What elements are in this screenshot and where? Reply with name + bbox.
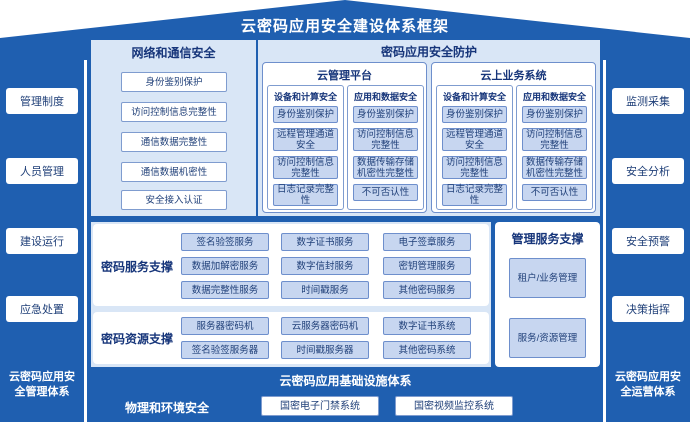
service-item: 数据完整性服务	[181, 281, 269, 299]
left-item-personnel: 人员管理	[6, 158, 78, 184]
network-panel: 网络和通信安全 身份鉴别保护 访问控制信息完整性 通信数据完整性 通信数据机密性…	[91, 40, 256, 216]
network-item: 通信数据机密性	[121, 162, 227, 182]
network-item: 通信数据完整性	[121, 132, 227, 152]
service-item: 电子签章服务	[383, 233, 471, 251]
cloud-biz-app-column: 应用和数据安全 身份鉴别保护 访问控制信息完整性 数据传输存储机密性完整性 不可…	[516, 85, 593, 210]
service-item: 数据加解密服务	[181, 257, 269, 275]
cloud-mgmt-platform: 云管理平台 设备和计算安全 身份鉴别保护 远程管理通道安全 访问控制信息完整性 …	[262, 62, 427, 213]
security-item: 身份鉴别保护	[522, 106, 587, 123]
network-title: 网络和通信安全	[131, 46, 216, 60]
cloud-business-system: 云上业务系统 设备和计算安全 身份鉴别保护 远程管理通道安全 访问控制信息完整性…	[431, 62, 596, 213]
service-item: 数字证书服务	[281, 233, 369, 251]
resource-item: 时间戳服务器	[281, 341, 369, 359]
physical-item: 国密视频监控系统	[395, 396, 513, 416]
resource-item: 数字证书系统	[383, 317, 471, 335]
left-item-operation: 建设运行	[6, 228, 78, 254]
column-title: 设备和计算安全	[273, 92, 337, 102]
security-item: 访问控制信息完整性	[442, 156, 507, 179]
security-item: 数据传输存储机密性完整性	[522, 156, 587, 179]
service-item: 数字信封服务	[281, 257, 369, 275]
left-footer: 云密码应用安全管理体系	[9, 371, 75, 398]
right-item-monitor: 监测采集	[612, 88, 684, 114]
resource-item: 其他密码系统	[383, 341, 471, 359]
right-item-warning: 安全预警	[612, 228, 684, 254]
main-title: 云密码应用安全建设体系框架	[240, 18, 449, 35]
right-item-command: 决策指挥	[612, 296, 684, 322]
resource-item: 云服务器密码机	[281, 317, 369, 335]
resource-support-title: 密码资源支撑	[101, 332, 174, 346]
service-item: 其他密码服务	[383, 281, 471, 299]
protection-panel: 密码应用安全防护 云管理平台 设备和计算安全 身份鉴别保护 远程管理通道安全 访…	[258, 40, 600, 216]
physical-title: 物理和环境安全	[125, 401, 210, 415]
right-footer: 云密码应用安全运营体系	[615, 371, 681, 398]
mgmt-support-title: 管理服务支撑	[511, 232, 584, 246]
security-item: 身份鉴别保护	[442, 106, 507, 123]
service-item: 时间戳服务	[281, 281, 369, 299]
service-support-row: 密码服务支撑 签名验签服务 数字证书服务 电子签章服务 数据加解密服务 数字信封…	[93, 224, 489, 306]
resource-item: 服务器密码机	[181, 317, 269, 335]
mgmt-item: 服务/资源管理	[509, 318, 586, 358]
physical-row: 物理和环境安全 国密电子门禁系统 国密视频监控系统	[91, 392, 600, 422]
network-item: 安全接入认证	[121, 190, 227, 210]
mgmt-support-panel: 管理服务支撑 租户/业务管理 服务/资源管理	[495, 222, 600, 367]
security-item: 远程管理通道安全	[273, 128, 338, 151]
security-item: 访问控制信息完整性	[522, 128, 587, 151]
security-item: 不可否认性	[522, 184, 587, 201]
left-item-policy: 管理制度	[6, 88, 78, 114]
security-item: 访问控制信息完整性	[273, 156, 338, 179]
left-item-emergency: 应急处置	[6, 296, 78, 322]
resource-support-row: 密码资源支撑 服务器密码机 云服务器密码机 数字证书系统 签名验签服务器 时间戳…	[93, 312, 489, 364]
security-item: 日志记录完整性	[273, 184, 338, 206]
right-item-analysis: 安全分析	[612, 158, 684, 184]
cloud-biz-title: 云上业务系统	[480, 70, 547, 82]
security-item: 身份鉴别保护	[273, 106, 338, 123]
infra-title: 云密码应用基础设施体系	[279, 374, 412, 388]
service-item: 密钥管理服务	[383, 257, 471, 275]
cloud-mgmt-app-column: 应用和数据安全 身份鉴别保护 访问控制信息完整性 数据传输存储机密性完整性 不可…	[347, 85, 424, 210]
security-item: 不可否认性	[353, 184, 418, 201]
service-item: 签名验签服务	[181, 233, 269, 251]
security-item: 数据传输存储机密性完整性	[353, 156, 418, 179]
physical-item: 国密电子门禁系统	[261, 396, 379, 416]
security-item: 访问控制信息完整性	[353, 128, 418, 151]
service-support-title: 密码服务支撑	[101, 260, 174, 274]
protection-title: 密码应用安全防护	[380, 45, 477, 59]
column-title: 设备和计算安全	[442, 92, 506, 102]
security-item: 身份鉴别保护	[353, 106, 418, 123]
cloud-mgmt-device-column: 设备和计算安全 身份鉴别保护 远程管理通道安全 访问控制信息完整性 日志记录完整…	[267, 85, 344, 210]
mgmt-item: 租户/业务管理	[509, 258, 586, 298]
cloud-mgmt-title: 云管理平台	[317, 70, 372, 82]
cloud-biz-device-column: 设备和计算安全 身份鉴别保护 远程管理通道安全 访问控制信息完整性 日志记录完整…	[436, 85, 513, 210]
security-item: 日志记录完整性	[442, 184, 507, 206]
resource-item: 签名验签服务器	[181, 341, 269, 359]
network-item: 访问控制信息完整性	[121, 102, 227, 122]
column-title: 应用和数据安全	[522, 92, 586, 102]
network-item: 身份鉴别保护	[121, 72, 227, 92]
column-title: 应用和数据安全	[353, 92, 417, 102]
security-item: 远程管理通道安全	[442, 128, 507, 151]
